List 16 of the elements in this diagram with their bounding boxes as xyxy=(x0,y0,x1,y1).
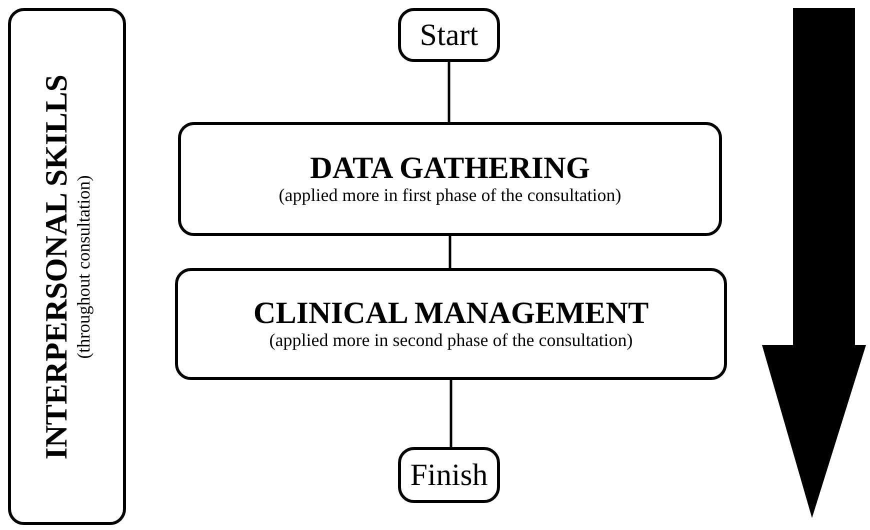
box-title: Start xyxy=(420,17,478,53)
process-box xyxy=(175,268,727,380)
box-subtitle: (throughout consultation) xyxy=(73,174,94,358)
box-title: CLINICAL MANAGEMENT xyxy=(253,296,649,330)
connector-line xyxy=(448,236,452,268)
box-subtitle: (applied more in second phase of the consultation) xyxy=(269,330,633,352)
side-panel xyxy=(8,8,126,525)
box-title: DATA GATHERING xyxy=(310,151,590,186)
process-box xyxy=(178,122,722,236)
box-title: INTERPERSONAL SKILLS xyxy=(39,74,74,460)
box-subtitle: (applied more in first phase of the consultation) xyxy=(278,185,622,207)
connector-line xyxy=(448,62,450,122)
process-box xyxy=(398,447,500,503)
connector-line xyxy=(450,380,452,447)
process-box xyxy=(398,8,500,62)
box-title: Finish xyxy=(410,457,488,493)
